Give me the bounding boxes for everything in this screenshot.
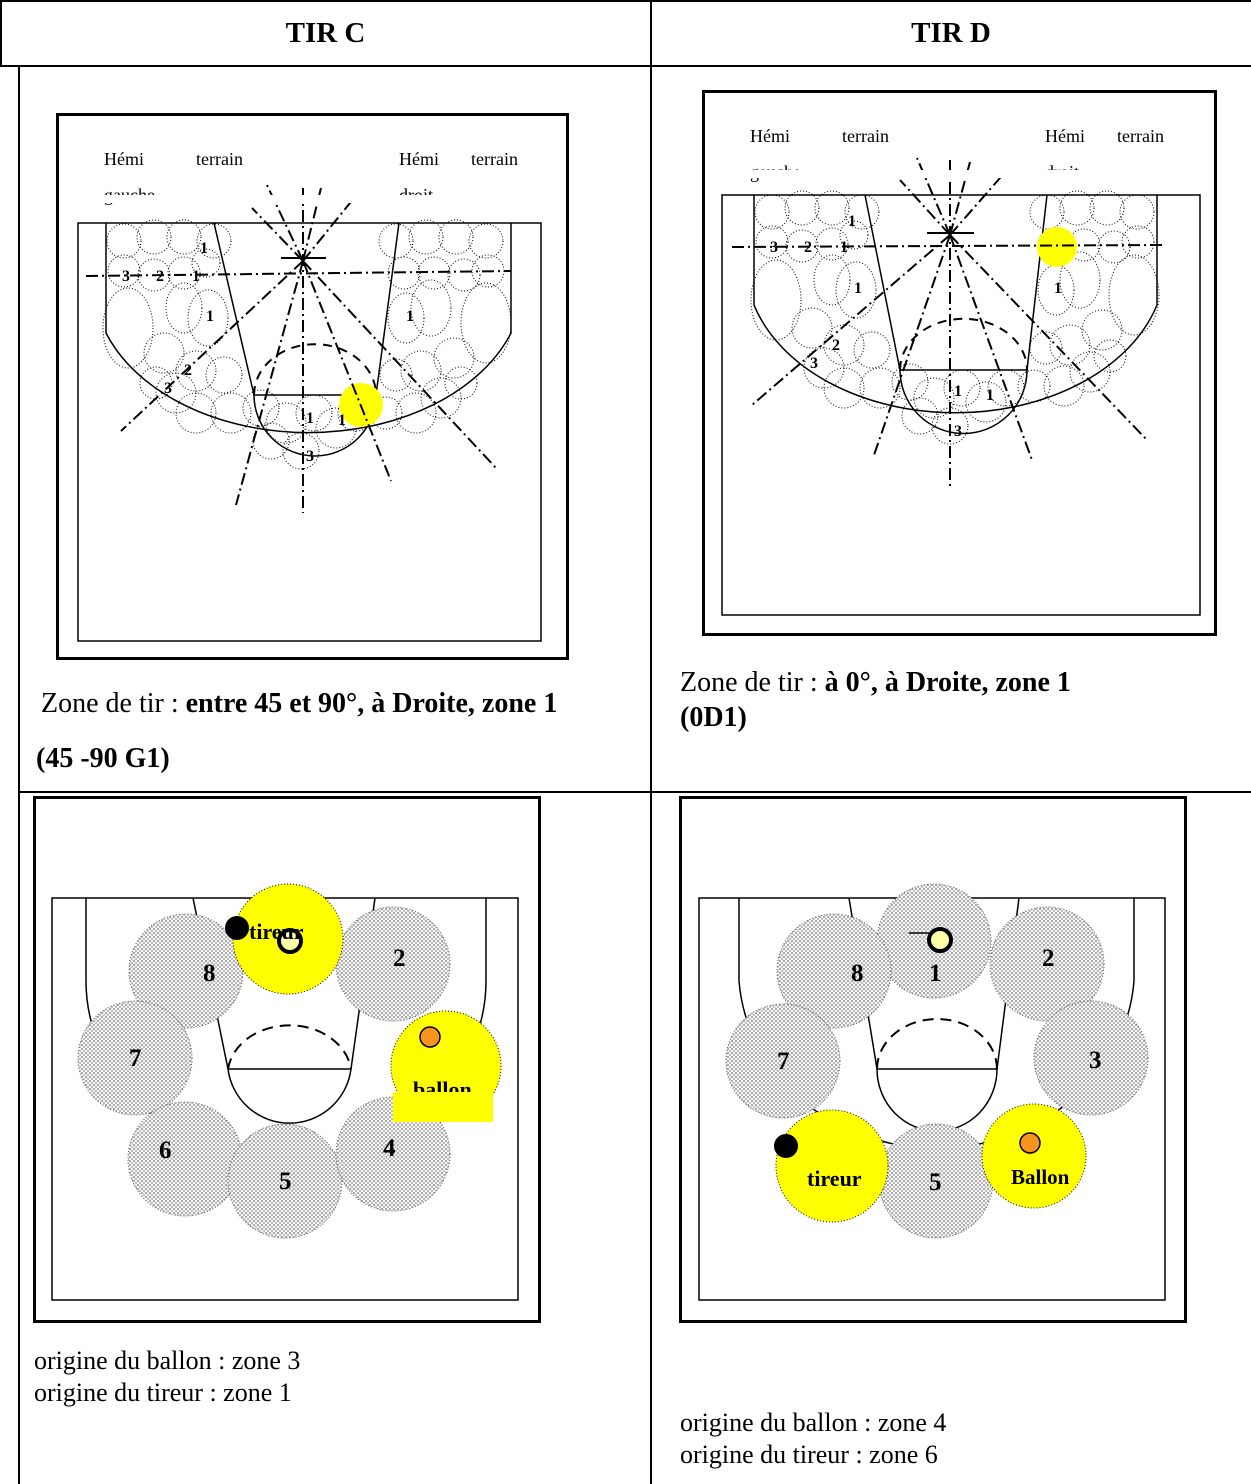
origins-tir-c: origine du ballon : zone 3 origine du ti… [34, 1346, 301, 1407]
zone-label-4: 4 [383, 1135, 396, 1162]
zone-label-8: 8 [851, 960, 864, 987]
zone-label-3: 3 [1089, 1047, 1102, 1074]
svg-text:3: 3 [306, 448, 314, 465]
origins-tir-d: origine du ballon : zone 4 origine du ti… [680, 1408, 947, 1469]
zone-diagram-tir-d: 1 8 2 7 3 5 tireur Ballon [679, 796, 1187, 1323]
svg-text:3: 3 [770, 239, 778, 256]
header-tir-d: TIR D [911, 16, 991, 49]
court-label-terrain-left: terrain [842, 126, 889, 146]
zone-label-6: 6 [159, 1137, 172, 1164]
svg-text:3: 3 [122, 268, 130, 285]
svg-text:2: 2 [156, 268, 164, 285]
zone-label-7: 7 [777, 1048, 790, 1075]
court-label-hemi-left: Hémi [750, 126, 790, 146]
caption-tir-c: Zone de tir : entre 45 et 90°, à Droite,… [41, 688, 558, 719]
zone-label-7: 7 [129, 1045, 142, 1072]
zone-label-5: 5 [279, 1168, 292, 1195]
court-label-terrain-right: terrain [1117, 126, 1164, 146]
court-label-hemi-right: Hémi [1045, 126, 1085, 146]
shooter-label: tireur [249, 919, 304, 944]
zone-label-5: 5 [929, 1169, 942, 1196]
caption-tir-c-code: (45 -90 G1) [36, 743, 170, 774]
shooter-label: tireur [807, 1166, 862, 1191]
svg-text:1: 1 [306, 410, 314, 427]
svg-text:1: 1 [954, 383, 962, 400]
svg-text:3: 3 [810, 355, 818, 372]
svg-text:2: 2 [804, 239, 812, 256]
court-label-hemi-left: Hémi [104, 149, 144, 169]
header-tir-c: TIR C [285, 16, 366, 49]
court-label-hemi-right: Hémi [399, 149, 439, 169]
svg-text:1: 1 [854, 280, 862, 297]
svg-text:3: 3 [164, 380, 172, 397]
svg-text:1: 1 [192, 268, 200, 285]
svg-text:2: 2 [832, 337, 840, 354]
svg-text:1: 1 [1054, 280, 1062, 297]
caption-tir-d-code: (0D1) [680, 702, 747, 733]
svg-text:1: 1 [406, 308, 414, 325]
svg-text:1: 1 [206, 308, 214, 325]
svg-text:1: 1 [986, 387, 994, 404]
ball-label: Ballon [1011, 1165, 1070, 1189]
zone-label-2: 2 [1042, 945, 1055, 972]
court-label-terrain-right: terrain [471, 149, 518, 169]
svg-text:1: 1 [200, 240, 208, 257]
zone-label-1: 1 [929, 960, 942, 987]
svg-text:1: 1 [840, 239, 848, 256]
svg-text:1: 1 [338, 412, 346, 429]
zone-diagram-tir-c: 8 2 7 6 5 4 tireur ballon [33, 796, 541, 1323]
svg-text:1: 1 [848, 213, 856, 230]
zone-label-2: 2 [393, 945, 406, 972]
zone-label-8: 8 [203, 960, 216, 987]
caption-tir-d: Zone de tir : à 0°, à Droite, zone 1 [680, 667, 1071, 698]
court-label-terrain-left: terrain [196, 149, 243, 169]
svg-text:3: 3 [954, 423, 962, 440]
svg-text:2: 2 [184, 362, 192, 379]
